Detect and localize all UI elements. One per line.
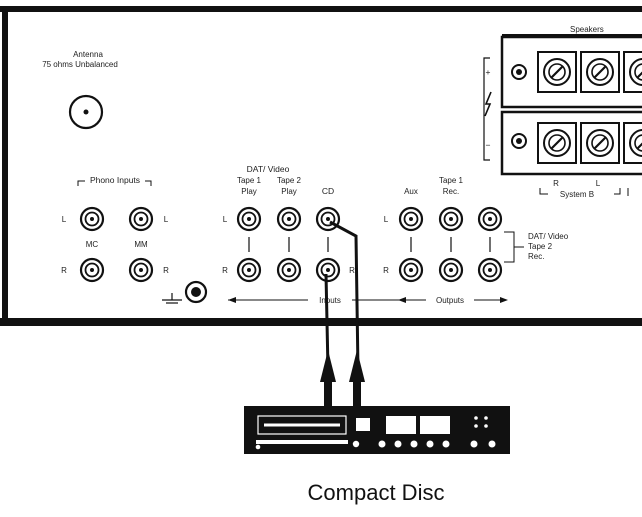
rca-jack[interactable] [398,257,424,283]
speaker-terminal[interactable] [536,121,578,165]
rca-jack[interactable] [128,257,154,283]
antenna-connector[interactable] [68,94,104,130]
dat-video-rec-note: DAT/ Video Tape 2 Rec. [504,231,569,263]
channel-separators [248,237,491,252]
cd-cables [320,220,365,406]
tape2-play-label: Play [281,187,297,196]
antenna-title: Antenna [73,50,103,59]
polarity-bolt-icon [484,91,492,117]
input-labels: DAT/ Video Tape 1 Play Tape 2 Play CD Au… [237,164,464,196]
rca-jack[interactable] [276,206,302,232]
side-note-line: Tape 2 [528,242,553,251]
speakers-title: Speakers [570,25,604,34]
rca-jack[interactable] [79,206,105,232]
side-note-line: DAT/ Video [528,232,569,241]
arrow-up-icon [320,350,336,382]
rca-jack[interactable] [236,257,262,283]
io-left-label: L [384,215,389,224]
phono-right-label: R [61,266,67,275]
antenna-section: Antenna 75 ohms Unbalanced [42,50,118,130]
tape1-rec-label: Rec. [443,187,459,196]
side-note-line: Rec. [528,252,544,261]
rca-jack[interactable] [477,257,503,283]
io-right-label: R [222,266,228,275]
cd-label: CD [322,186,334,196]
arrow-up-icon [349,350,365,382]
device-caption: Compact Disc [308,480,445,505]
aux-label: Aux [404,187,418,196]
rca-jack[interactable] [236,206,262,232]
phono-right-label: R [163,266,169,275]
speakers-minus: − [486,140,491,150]
speaker-terminal[interactable] [579,50,621,94]
inputs-label: Inputs [319,296,341,305]
tape2-play-label: Tape 2 [277,176,302,185]
cd-player [244,406,510,454]
rca-jack[interactable] [128,206,154,232]
tape1-rec-label: Tape 1 [439,176,464,185]
io-right-label: R [383,266,389,275]
antenna-spec: 75 ohms Unbalanced [42,60,118,69]
rca-jack[interactable] [398,206,424,232]
phono-left-label: L [62,215,67,224]
speaker-terminal[interactable] [622,121,642,165]
io-jacks: L R R L R [222,206,503,283]
phono-mm-label: MM [134,240,148,249]
section-bands: Inputs Outputs [228,296,508,305]
system-b-l: L [596,179,601,188]
speaker-screw-bottom[interactable] [511,133,527,149]
tape1-play-label: Tape 1 [237,176,262,185]
rca-jack[interactable] [438,257,464,283]
rca-jack-cd-right[interactable] [315,257,341,283]
system-b-r: R [553,179,559,188]
io-left-label: L [223,215,228,224]
rca-jack[interactable] [438,206,464,232]
phono-section: Phono Inputs L L MC MM R R [61,175,208,304]
rear-panel [0,6,642,326]
speaker-terminal[interactable] [579,121,621,165]
rca-jack[interactable] [477,206,503,232]
rca-jack[interactable] [276,257,302,283]
system-b-label: System B [560,190,594,199]
ground-terminal[interactable] [184,280,208,304]
speaker-terminal[interactable] [536,50,578,94]
ground-icon [162,293,182,304]
speaker-terminal[interactable] [622,50,642,94]
dat-video-header: DAT/ Video [247,164,290,174]
phono-left-label: L [164,215,169,224]
speaker-screw-top[interactable] [511,64,527,80]
phono-title: Phono Inputs [90,175,140,185]
tape1-play-label: Play [241,187,257,196]
speakers-plus: + [486,67,491,77]
outputs-label: Outputs [436,296,464,305]
rca-jack[interactable] [79,257,105,283]
io-right-label: R [349,266,355,275]
speakers-section: Speakers + − R L System B [483,25,642,199]
cable-left [329,220,360,371]
phono-mc-label: MC [86,240,99,249]
